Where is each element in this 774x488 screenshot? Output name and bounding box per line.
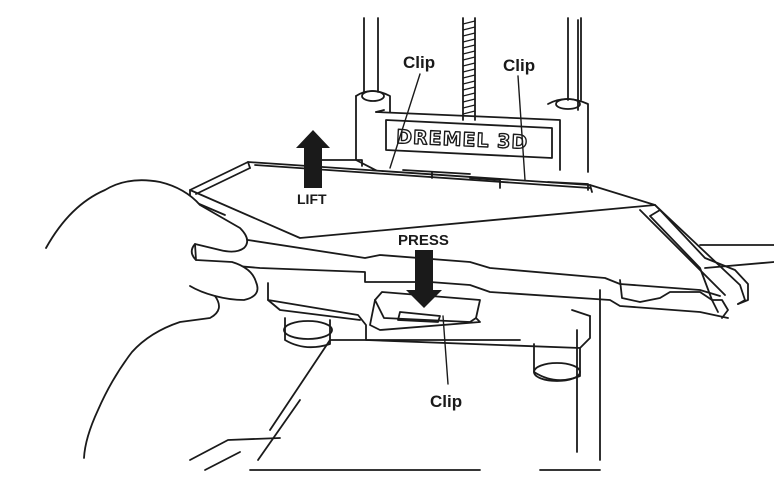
- hand-illustration: [45, 179, 259, 459]
- leader-line-clip-top-right: [517, 75, 526, 181]
- guide-rods: [363, 17, 582, 101]
- printer-frame: [189, 19, 774, 471]
- brand-logo-text: DREMEL 3D: [396, 126, 529, 154]
- leader-line-clip-bottom: [442, 315, 449, 385]
- brand-logo: DREMEL 3D: [395, 125, 529, 154]
- label-clip-bottom: Clip: [430, 392, 462, 411]
- callout-labels: Clip Clip LIFT PRESS Clip: [297, 53, 535, 411]
- label-clip-top-left: Clip: [403, 53, 435, 72]
- label-clip-top-right: Clip: [503, 56, 535, 75]
- label-lift: LIFT: [297, 191, 327, 207]
- plate-support: [267, 282, 591, 382]
- press-arrow: [406, 250, 442, 308]
- build-plate: [189, 159, 749, 319]
- lift-arrow: [296, 130, 330, 188]
- label-press: PRESS: [398, 232, 449, 249]
- leader-lines: [389, 73, 526, 385]
- lead-screw: [462, 17, 476, 121]
- leader-line-clip-top-left: [389, 73, 421, 169]
